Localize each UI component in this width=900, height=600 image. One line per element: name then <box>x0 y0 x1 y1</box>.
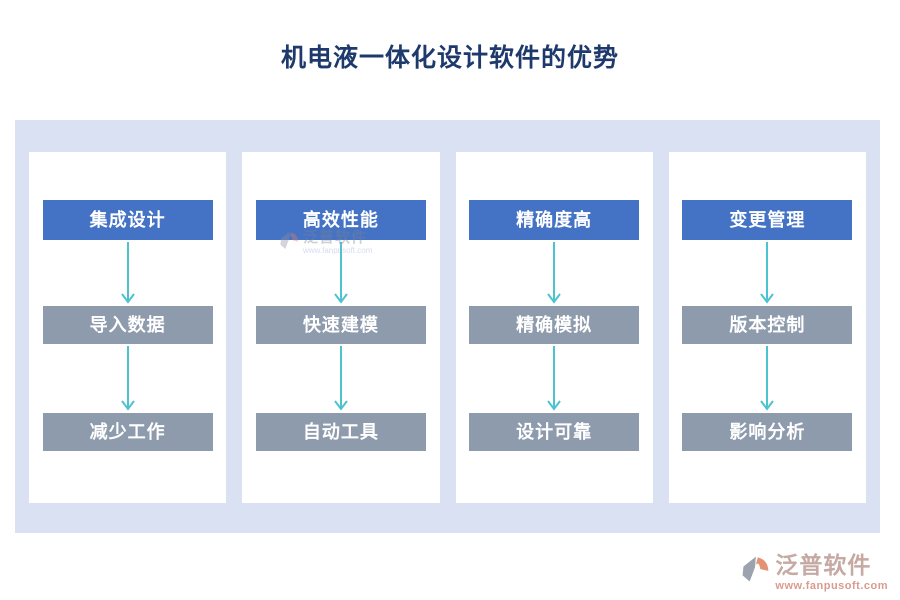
down-arrow-icon <box>547 242 561 304</box>
down-arrow-icon <box>120 346 135 411</box>
down-arrow-icon <box>120 242 135 304</box>
down-arrow-icon <box>547 346 561 411</box>
column-card-4: 变更管理 版本控制 影响分析 <box>668 152 866 503</box>
column-card-2: 高效性能 快速建模 自动工具 <box>242 152 440 503</box>
brand-watermark: 泛普软件 www.fanpusoft.com <box>739 554 888 592</box>
column-1-step-1: 导入数据 <box>42 306 213 344</box>
brand-watermark-name: 泛普软件 <box>775 552 872 578</box>
fanpu-logo-icon <box>742 556 769 582</box>
column-2-step-1: 快速建模 <box>255 306 426 344</box>
column-1-header: 集成设计 <box>42 200 213 240</box>
column-1-step-2: 减少工作 <box>42 413 213 451</box>
down-arrow-icon <box>334 242 348 304</box>
page-title: 机电液一体化设计软件的优势 <box>280 43 619 72</box>
column-card-1: 集成设计 导入数据 减少工作 <box>29 152 227 503</box>
column-3-step-1: 精确模拟 <box>469 306 640 344</box>
column-4-step-1: 版本控制 <box>682 306 853 344</box>
column-4-step-2: 影响分析 <box>682 413 853 451</box>
brand-watermark-url: www.fanpusoft.com <box>775 580 888 592</box>
down-arrow-icon <box>760 242 775 304</box>
column-2-header: 高效性能 <box>255 200 426 240</box>
column-3-header: 精确度高 <box>469 200 640 240</box>
column-2-step-2: 自动工具 <box>255 413 426 451</box>
diagram-panel: 集成设计 导入数据 减少工作 高效性能 快速建模 自动工具 精确度高 <box>15 120 880 533</box>
column-card-3: 精确度高 精确模拟 设计可靠 <box>455 152 653 503</box>
column-4-header: 变更管理 <box>682 200 853 240</box>
column-3-step-2: 设计可靠 <box>469 413 640 451</box>
down-arrow-icon <box>334 346 348 411</box>
down-arrow-icon <box>760 346 775 411</box>
